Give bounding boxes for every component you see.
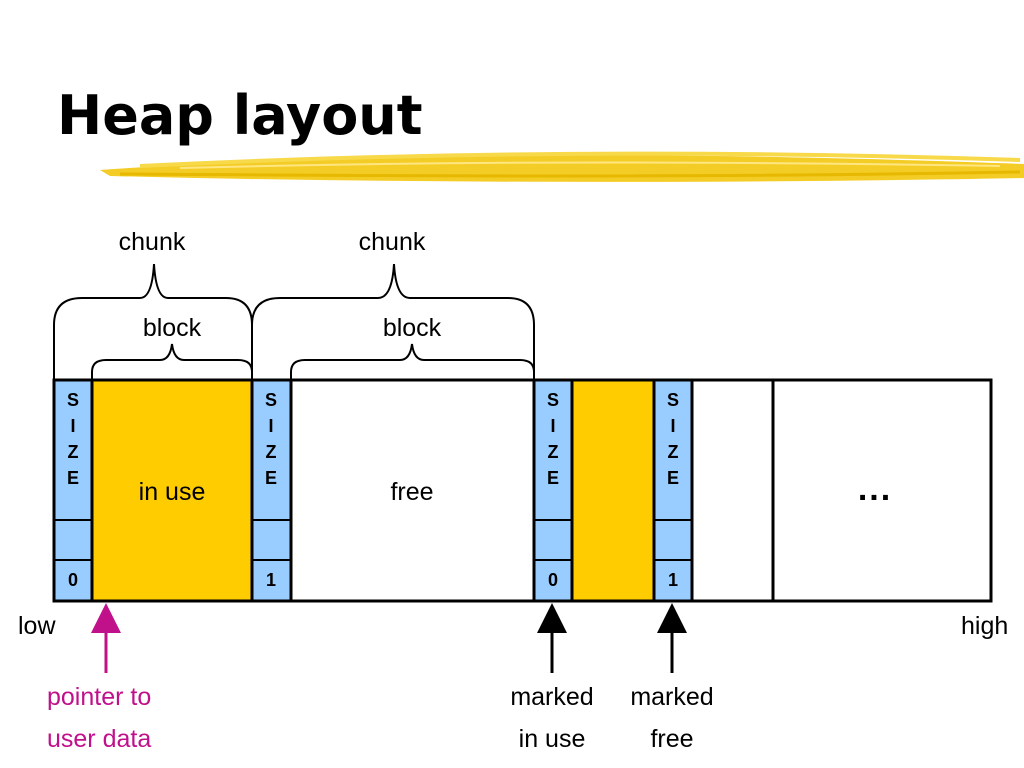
chunk-brace-2 (251, 263, 535, 380)
header-1 (54, 380, 92, 601)
marked-free-line2: free (650, 725, 694, 753)
header-2 (252, 380, 291, 601)
pointer-annotation-line2: user data (47, 725, 152, 753)
size-letter: Z (547, 442, 559, 462)
chunk-label-1: chunk (118, 228, 186, 256)
block-brace-2 (290, 343, 535, 380)
chunk-brace-1 (53, 263, 253, 380)
size-letter: I (670, 416, 676, 436)
pointer-annotation-line1: pointer to (47, 683, 152, 711)
marked-free-annotation: marked free (630, 676, 713, 760)
heap-outline (52, 378, 993, 603)
size-letter: I (550, 416, 556, 436)
block-label-2: block (382, 314, 442, 342)
size-letter: I (268, 416, 274, 436)
header-3 (534, 380, 572, 601)
block-brace-1 (91, 343, 253, 380)
size-letter: Z (265, 442, 277, 462)
in-use-label: in use (138, 478, 206, 506)
size-letter: E (546, 468, 559, 488)
marked-in-use-line1: marked (510, 683, 594, 711)
size-letter: Z (67, 442, 79, 462)
block-label-1: block (142, 314, 202, 342)
in-use-block-2 (572, 380, 654, 601)
pointer-annotation: pointer to user data (47, 676, 151, 760)
marked-in-use-annotation: marked in use (510, 676, 593, 760)
size-letter: S (264, 390, 277, 410)
marked-free-line1: marked (630, 683, 714, 711)
size-letter: S (666, 390, 679, 410)
header-4 (654, 380, 692, 601)
in-use-block (92, 380, 252, 601)
in-use-bit: 0 (547, 570, 558, 590)
free-label: free (390, 478, 434, 506)
ellipsis-label: ... (857, 470, 893, 508)
header-separators (54, 519, 692, 561)
in-use-bit: 1 (667, 570, 678, 590)
size-letter: E (264, 468, 277, 488)
page-title: Heap layout (57, 84, 423, 147)
size-letter: E (666, 468, 679, 488)
size-letter: Z (667, 442, 679, 462)
low-label: low (18, 612, 56, 640)
size-letter: I (70, 416, 76, 436)
in-use-bit: 1 (265, 570, 276, 590)
title-underline (100, 151, 1024, 182)
high-label: high (961, 612, 1009, 640)
in-use-bit: 0 (67, 570, 78, 590)
size-letter: S (546, 390, 559, 410)
marked-in-use-line2: in use (518, 725, 586, 753)
size-letter: E (66, 468, 79, 488)
chunk-label-2: chunk (358, 228, 426, 256)
size-letter: S (66, 390, 79, 410)
